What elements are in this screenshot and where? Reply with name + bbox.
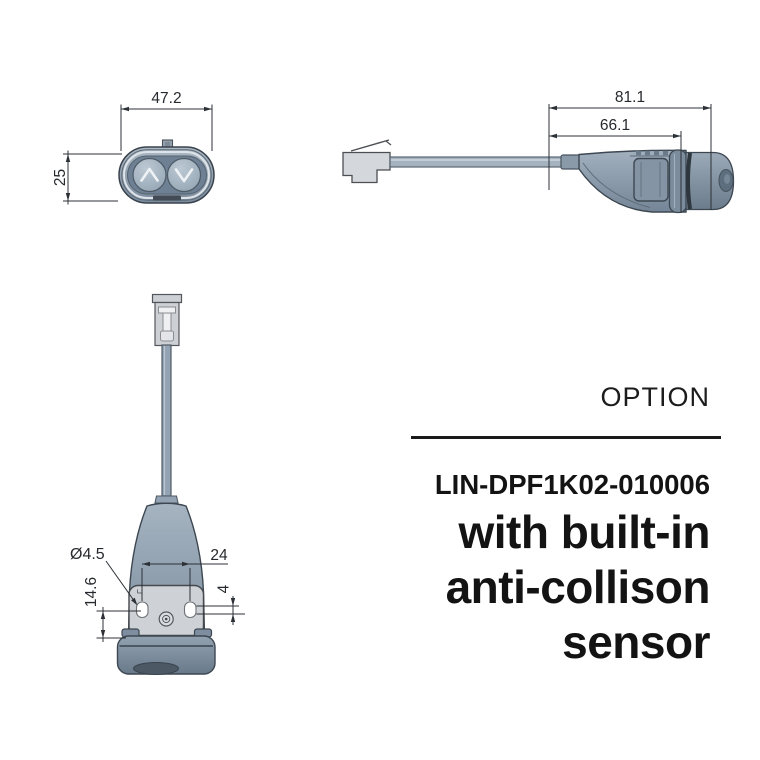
- rj45-plug: [342, 151, 391, 184]
- feature-line: with built-in: [458, 506, 710, 558]
- dim-side-body-label: 66.1: [600, 117, 630, 134]
- mounting-bracket: [633, 157, 669, 202]
- arrowhead: [100, 630, 106, 638]
- option-label: OPTION: [600, 382, 710, 412]
- body-seam-line: [582, 162, 651, 208]
- cable: [389, 156, 564, 168]
- rj45-latch: [350, 139, 390, 152]
- dim-front-height: [63, 150, 122, 205]
- arrowhead: [230, 614, 236, 622]
- dim-hole-spacing-label: 24: [210, 547, 228, 564]
- chevron-down-icon: [174, 168, 194, 183]
- feature-text: with built-in anti-collison sensor: [445, 505, 711, 670]
- base-bottom-sensor: [133, 662, 179, 675]
- side-view: 81.1 66.1: [342, 89, 735, 214]
- rj45-contact-stem: [162, 312, 172, 334]
- dim-hole-diameter-label: Ø4.5: [70, 546, 105, 563]
- brand-label: [153, 195, 181, 201]
- arrowhead: [673, 133, 681, 139]
- cable-strain-relief: [154, 495, 179, 504]
- arrowhead: [549, 105, 557, 111]
- rj45-back-cap: [151, 293, 183, 304]
- arrowhead: [182, 561, 190, 567]
- front-view: 47.2 25: [52, 90, 215, 205]
- dim-front-width-label: 47.2: [151, 90, 181, 107]
- divider-line: [411, 436, 721, 439]
- arrowhead: [100, 611, 106, 619]
- dim-front-width: [120, 104, 213, 151]
- feature-line: anti-collison: [445, 561, 711, 613]
- arrowhead: [131, 597, 138, 606]
- button-up: [132, 157, 167, 193]
- center-screw-ring: [162, 614, 171, 624]
- cap-seam: [686, 152, 692, 210]
- dim-hole-vertical-label: 14.6: [83, 577, 100, 607]
- sensor-nub-highlight: [724, 174, 730, 184]
- dim-side-overall-label: 81.1: [615, 89, 645, 106]
- part-number: LIN-DPF1K02-010006: [434, 469, 710, 500]
- arrowhead: [204, 106, 212, 112]
- dim-slot-width-label: 4: [216, 584, 233, 593]
- cable-vertical: [161, 344, 172, 497]
- mounting-hole-right: [183, 601, 197, 619]
- arrowhead: [65, 193, 71, 201]
- flange-ring: [668, 149, 688, 214]
- mounting-hole-left: [135, 601, 149, 619]
- cable-collar: [560, 154, 581, 170]
- dim-side-body: [549, 131, 682, 213]
- arrowhead: [703, 105, 711, 111]
- rj45-contact-foot: [160, 330, 174, 342]
- chevron-up-icon: [140, 167, 159, 182]
- arrowhead: [121, 106, 129, 112]
- bottom-view: Ø4.5 14.6 24: [70, 293, 245, 675]
- leader-line: [105, 560, 137, 604]
- rj45-contact-bar: [158, 306, 176, 314]
- arrowhead: [142, 561, 150, 567]
- arrowhead: [230, 598, 236, 606]
- button-down: [166, 157, 202, 193]
- feature-line: sensor: [562, 616, 710, 668]
- sensor-cap: [685, 151, 735, 211]
- dim-side-overall: [548, 104, 712, 210]
- arrowhead: [65, 154, 71, 162]
- center-screw-dot: [164, 617, 168, 621]
- rj45-latch-tip: [385, 140, 392, 146]
- dim-front-height-label: 25: [52, 169, 69, 186]
- arrowhead: [549, 133, 557, 139]
- mounting-tab-inner: [164, 141, 171, 147]
